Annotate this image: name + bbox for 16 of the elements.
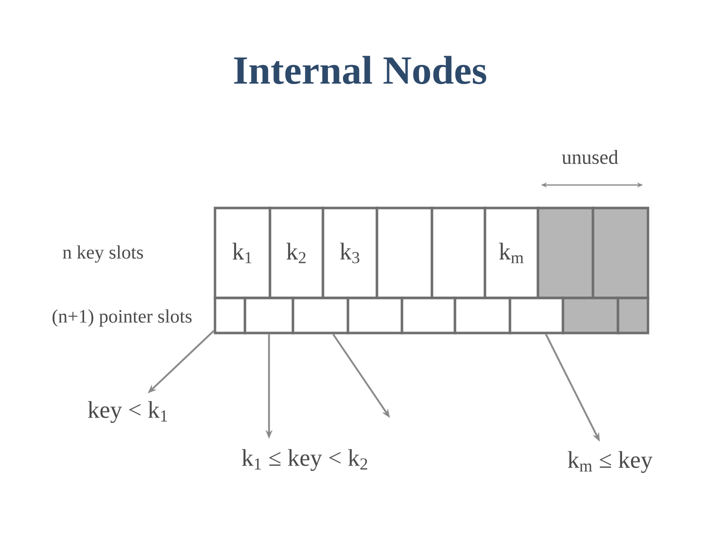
pointer-slot [508, 296, 564, 334]
row-label: (n+1) pointer slots [52, 309, 192, 327]
range-label: k$_{1}$ ≤ key < k$_{2}$ [242, 449, 368, 471]
pointer-slot [346, 296, 404, 334]
pointer-slot [244, 296, 294, 334]
pointer-slot [562, 296, 620, 334]
row-label: n key slots [62, 245, 143, 263]
slide-title: Internal Nodes [234, 56, 486, 84]
pointer-slot [454, 296, 512, 334]
pointer-slot [400, 296, 456, 334]
dimension-label: unused [562, 150, 618, 164]
pointer-slot [616, 296, 650, 334]
range-label: k$_{m}$ ≤ key [568, 451, 653, 473]
range-label: key < k$_{1}$ [88, 401, 168, 423]
pointer-slot [214, 296, 246, 334]
pointer-slot [292, 296, 350, 334]
